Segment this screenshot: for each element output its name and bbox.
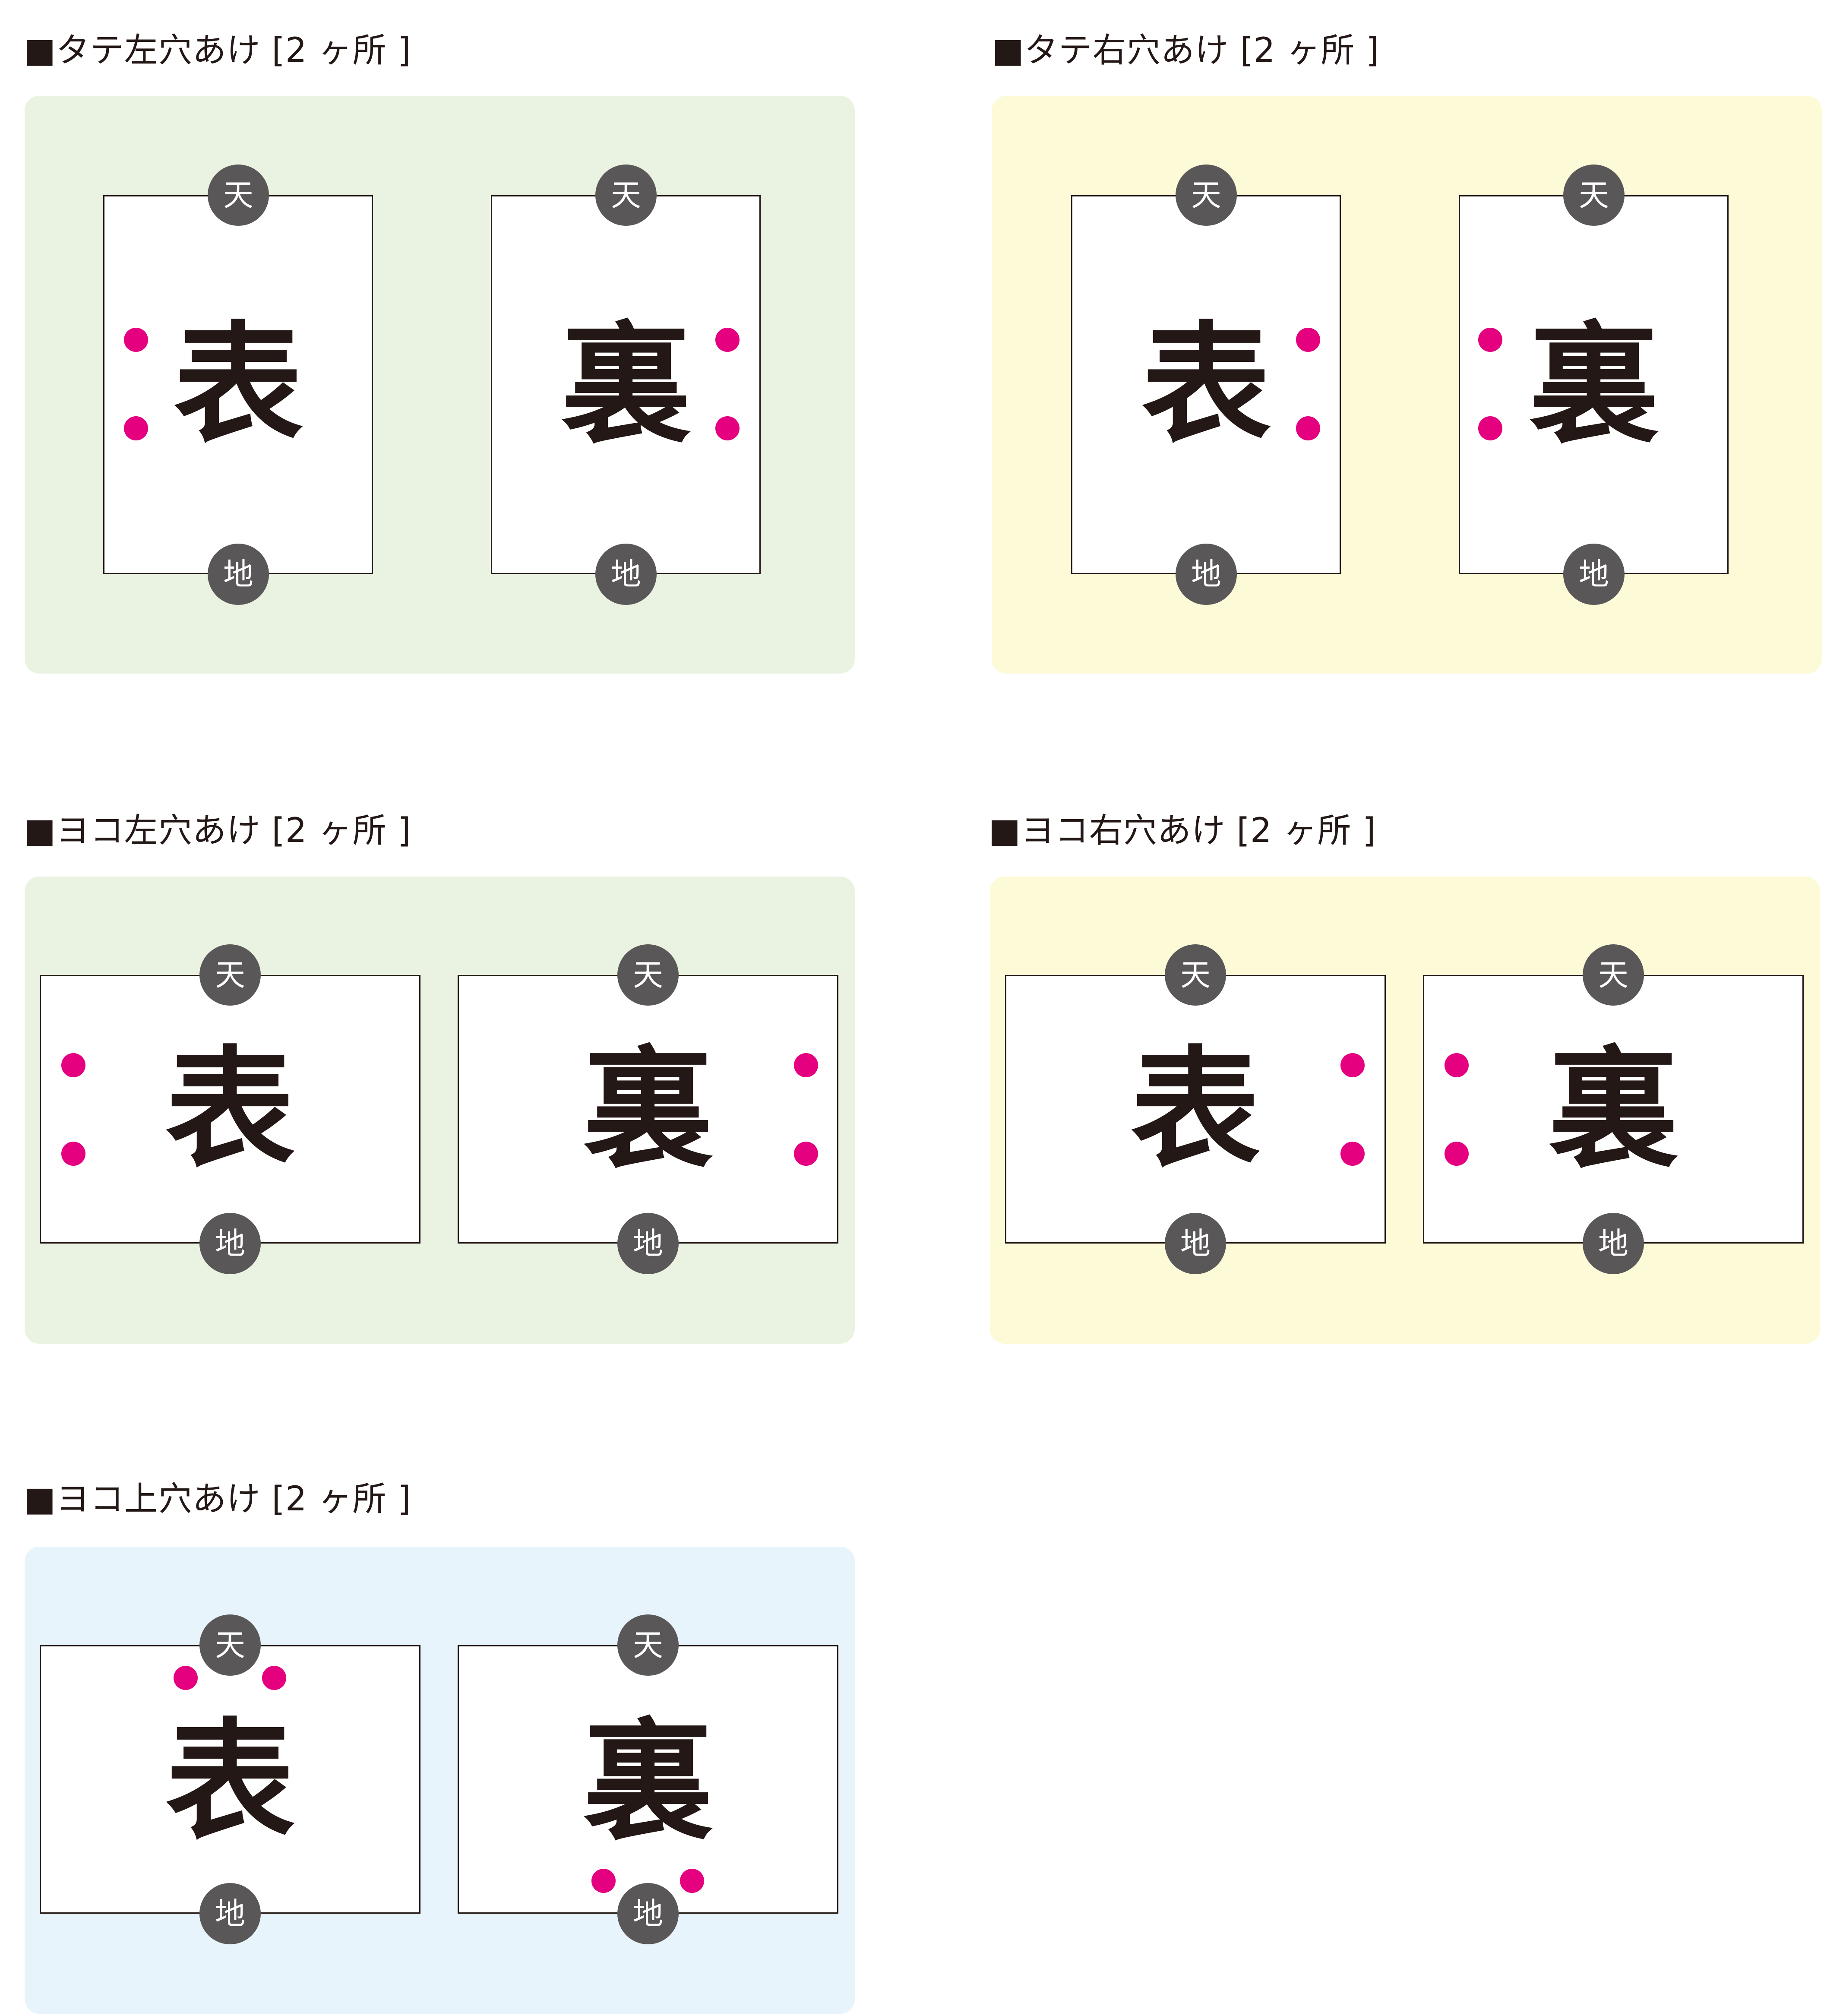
bottom-badge: 地 <box>1583 1213 1644 1274</box>
sheet-back <box>1423 975 1804 1244</box>
back-label: 裏 <box>1549 1034 1678 1185</box>
top-badge: 天 <box>1165 944 1226 1006</box>
punch-hole <box>1478 328 1502 352</box>
bottom-badge: 地 <box>199 1213 261 1274</box>
punch-hole <box>794 1142 818 1166</box>
top-badge: 天 <box>617 944 679 1006</box>
punch-hole <box>262 1666 286 1690</box>
sheet-back <box>1459 195 1729 574</box>
punch-hole <box>1478 416 1502 440</box>
section-title-yoko-left: ■ヨコ左穴あけ [2 ヶ所 ] <box>24 811 411 850</box>
punch-hole <box>61 1142 85 1166</box>
panel-tate-left: 表 天 地 裏 天 地 <box>25 96 855 674</box>
punch-hole <box>124 328 148 352</box>
section-title-tate-right: ■タテ右穴あけ [2 ヶ所 ] <box>992 31 1380 70</box>
front-label: 表 <box>1141 310 1271 460</box>
punch-hole <box>1296 416 1320 440</box>
punch-hole <box>1340 1142 1365 1166</box>
bottom-badge: 地 <box>199 1883 261 1944</box>
sheet-front <box>40 975 420 1244</box>
bottom-badge: 地 <box>617 1883 679 1944</box>
sheet-back <box>491 195 761 574</box>
punch-hole <box>1340 1053 1365 1077</box>
punch-hole <box>715 416 740 440</box>
front-label: 表 <box>174 310 303 460</box>
punch-hole <box>794 1053 818 1077</box>
sheet-back <box>458 975 838 1244</box>
punch-hole <box>124 416 148 440</box>
top-badge: 天 <box>1583 944 1644 1006</box>
front-label: 表 <box>1131 1034 1260 1185</box>
back-label: 裏 <box>561 310 691 460</box>
sheet-front <box>103 195 373 574</box>
panel-yoko-left: 表 天 地 裏 天 地 <box>25 877 855 1344</box>
sheet-front <box>1005 975 1386 1244</box>
bottom-badge: 地 <box>617 1213 679 1274</box>
section-title-tate-left: ■タテ左穴あけ [2 ヶ所 ] <box>24 31 411 70</box>
bottom-badge: 地 <box>1176 544 1237 605</box>
bottom-badge: 地 <box>208 544 269 605</box>
top-badge: 天 <box>1563 165 1625 226</box>
back-label: 裏 <box>1529 310 1659 460</box>
panel-yoko-right: 表 天 地 裏 天 地 <box>990 877 1820 1344</box>
punch-hole <box>591 1869 616 1893</box>
top-badge: 天 <box>199 944 261 1006</box>
punch-hole <box>61 1053 85 1077</box>
top-badge: 天 <box>1176 165 1237 226</box>
panel-tate-right: 表 天 地 裏 天 地 <box>992 96 1822 674</box>
punch-hole <box>715 328 740 352</box>
front-label: 表 <box>165 1706 295 1857</box>
top-badge: 天 <box>199 1614 261 1676</box>
front-label: 表 <box>165 1034 295 1185</box>
back-label: 裏 <box>583 1706 713 1857</box>
punch-hole <box>1445 1142 1469 1166</box>
punch-hole <box>680 1869 704 1893</box>
top-badge: 天 <box>617 1614 679 1676</box>
back-label: 裏 <box>583 1034 713 1185</box>
section-title-yoko-top: ■ヨコ上穴あけ [2 ヶ所 ] <box>24 1480 411 1519</box>
top-badge: 天 <box>208 165 269 226</box>
top-badge: 天 <box>595 165 657 226</box>
bottom-badge: 地 <box>1165 1213 1226 1274</box>
sheet-back <box>458 1645 838 1914</box>
punch-hole <box>1296 328 1320 352</box>
section-title-yoko-right: ■ヨコ右穴あけ [2 ヶ所 ] <box>989 811 1376 850</box>
punch-hole <box>1445 1053 1469 1077</box>
bottom-badge: 地 <box>1563 544 1625 605</box>
panel-yoko-top: 表 天 地 裏 天 地 <box>25 1547 855 2014</box>
punch-hole <box>174 1666 198 1690</box>
bottom-badge: 地 <box>595 544 657 605</box>
